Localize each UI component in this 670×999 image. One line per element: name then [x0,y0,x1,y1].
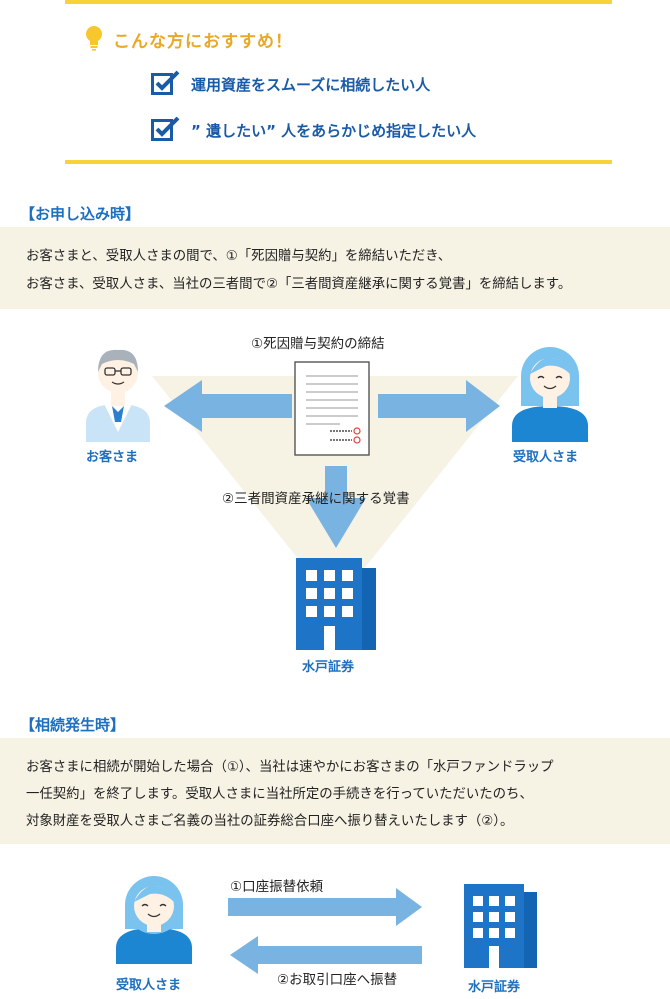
arrow-left-icon [230,936,422,974]
arrow-left-icon [164,380,292,432]
checkbox-icon [151,116,181,146]
customer-label: お客さま [86,450,139,465]
inheritance-description: お客さまに相続が開始した場合（①）、当社は速やかにお客さまの「水戸ファンドラップ… [0,738,670,844]
description-line: お客さまに相続が開始した場合（①）、当社は速やかにお客さまの「水戸ファンドラップ [26,760,554,775]
recommend-item: 運用資産をスムーズに相続したい人 [191,76,431,94]
company-label: 水戸証券 [468,980,521,995]
arrow-down-icon [306,466,366,548]
company-label: 水戸証券 [302,660,355,675]
contract-label: ①死因贈与契約の締結 [251,336,385,352]
description-line: お客さま、受取人さま、当社の三者間で②「三者間資産継承に関する覚書」を締結します… [26,277,572,292]
description-line: お客さまと、受取人さまの間で、①「死因贈与契約」を締結いただき、 [26,249,452,264]
description-line: 一任契約」を終了します。受取人さまに当社所定の手続きを行っていただいたのち、 [26,787,533,802]
recommend-bottom-border [65,160,612,164]
building-icon [464,884,537,968]
arrow-right-icon [228,888,422,926]
recipient-avatar-icon [116,876,192,964]
description-line: 対象財産を受取人さまご名義の当社の証券総合口座へ振り替えいたします（②）。 [26,814,514,829]
application-diagram [86,347,588,650]
application-description: お客さまと、受取人さまの間で、①「死因贈与契約」を締結いただき、 お客さま、受取… [0,227,670,309]
application-title: 【お申し込み時】 [20,205,141,223]
recipient-label: 受取人さま [513,450,579,465]
transfer-label: ②お取引口座へ振替 [277,972,398,988]
inheritance-title: 【相続発生時】 [20,716,126,734]
recipient-avatar-icon [512,347,588,442]
inheritance-diagram [116,876,537,974]
memo-label: ②三者間資産承継に関する覚書 [222,491,410,507]
document-icon [294,361,370,456]
recommend-top-border [65,0,612,4]
arrow-right-icon [378,380,500,432]
recommend-title: こんな方におすすめ！ [113,32,293,52]
request-label: ①口座振替依頼 [230,879,324,895]
recipient-label: 受取人さま [116,978,182,993]
lightbulb-icon [84,25,104,55]
customer-avatar-icon [86,349,150,442]
checkbox-icon [151,70,181,100]
recommend-item: ” 遺したい” 人をあらかじめ指定したい人 [191,122,477,140]
building-icon [296,558,376,650]
